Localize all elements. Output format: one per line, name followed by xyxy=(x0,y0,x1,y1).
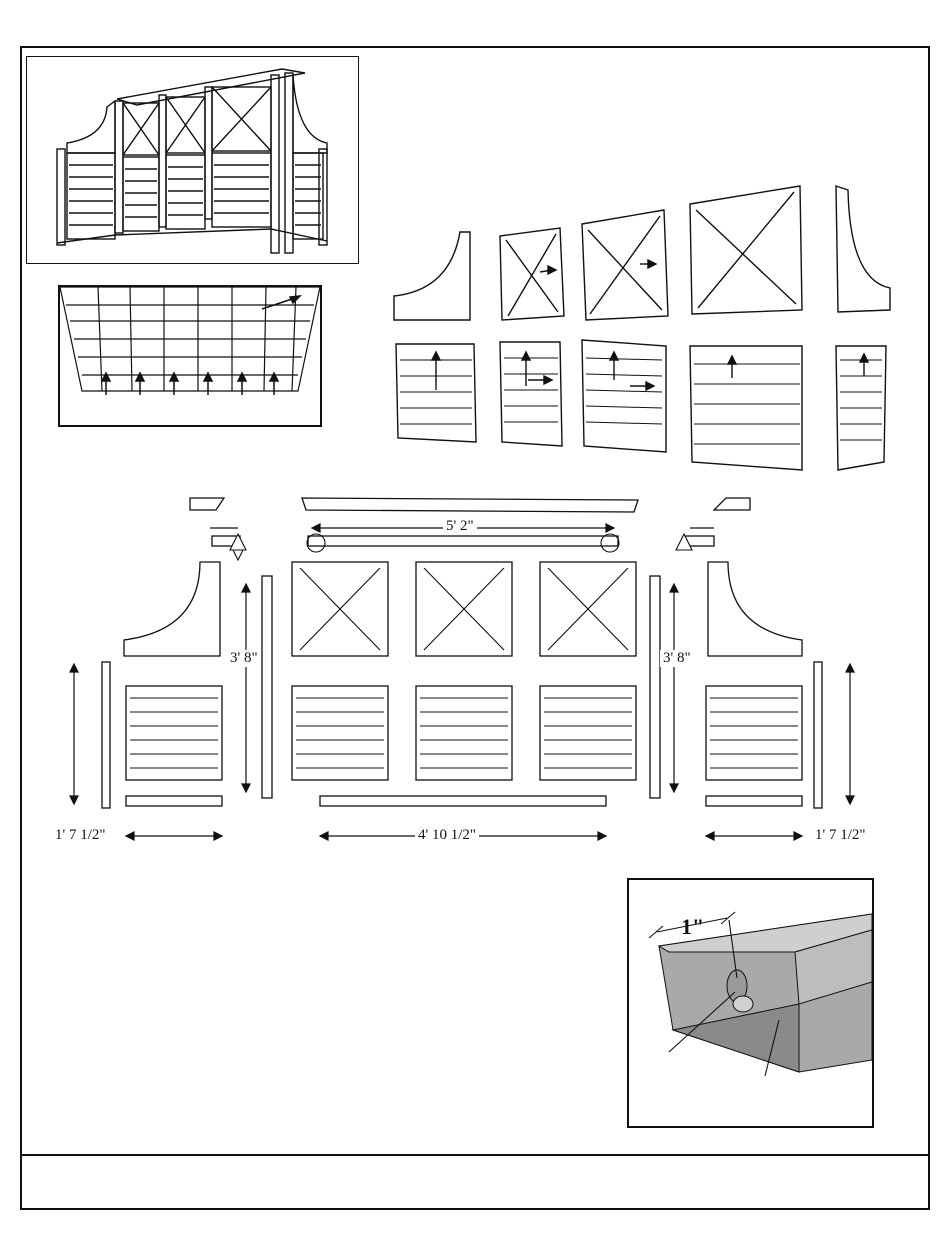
exploded-panels-drawing xyxy=(390,180,900,480)
dimension-dowel-spacing: 1" xyxy=(681,914,704,939)
dimension-bottom-span: 4' 10 1/2" xyxy=(415,827,479,844)
dimension-panel-height-left: 3' 8" xyxy=(227,650,261,667)
lattice-detail-drawing xyxy=(60,287,320,425)
flat-parts-layout xyxy=(50,490,900,850)
dimension-side-width-right: 1' 7 1/2" xyxy=(812,827,869,844)
dowel-detail-box: 1" xyxy=(627,878,874,1128)
dimension-side-width-left: 1' 7 1/2" xyxy=(52,827,109,844)
exploded-panels-group xyxy=(390,180,900,480)
dowel-detail-drawing: 1" xyxy=(629,880,872,1126)
assembled-planter-drawing xyxy=(27,57,359,264)
assembled-view-box xyxy=(26,56,359,264)
dimension-panel-height-right: 3' 8" xyxy=(660,650,694,667)
lattice-detail-box xyxy=(58,285,322,427)
dimension-top-span: 5' 2" xyxy=(443,518,477,535)
flat-parts-drawing xyxy=(50,490,900,850)
footer-divider xyxy=(20,1154,930,1156)
